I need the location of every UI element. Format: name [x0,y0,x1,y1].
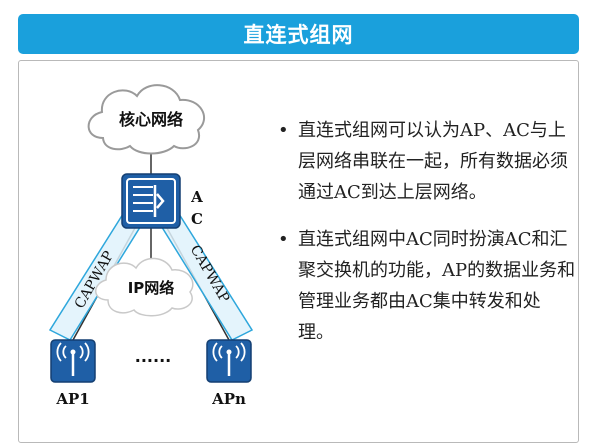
list-item: • 直连式组网中AC同时扮演AC和汇聚交换机的功能，AP的数据业务和管理业务都由… [278,224,578,348]
ap1-device-icon [50,339,96,383]
ac-label-line2: C [191,210,203,228]
ap1-label: AP1 [55,390,89,408]
bullet-text-1: 直连式组网可以认为AP、AC与上层网络串联在一起，所有数据必须通过AC到达上层网… [298,120,568,203]
ac-label-line1: A [190,188,203,206]
description-list: • 直连式组网可以认为AP、AC与上层网络串联在一起，所有数据必须通过AC到达上… [278,115,578,364]
core-network-label: 核心网络 [119,110,183,129]
page-title: 直连式组网 [243,23,354,47]
bullet-text-2: 直连式组网中AC同时扮演AC和汇聚交换机的功能，AP的数据业务和管理业务都由AC… [298,229,576,343]
list-item: • 直连式组网可以认为AP、AC与上层网络串联在一起，所有数据必须通过AC到达上… [278,115,578,208]
apn-device-icon [206,339,252,383]
bullet-dot: • [278,120,289,141]
bullet-dot: • [278,229,289,250]
title-bar: 直连式组网 [18,14,579,54]
ap-ellipsis: ...... [135,347,171,366]
ip-network-cloud: IP网络 [95,257,194,317]
ac-device-icon [121,173,181,229]
core-network-cloud: 核心网络 [87,84,205,155]
apn-label: APn [211,390,246,408]
ip-network-label: IP网络 [128,279,175,297]
